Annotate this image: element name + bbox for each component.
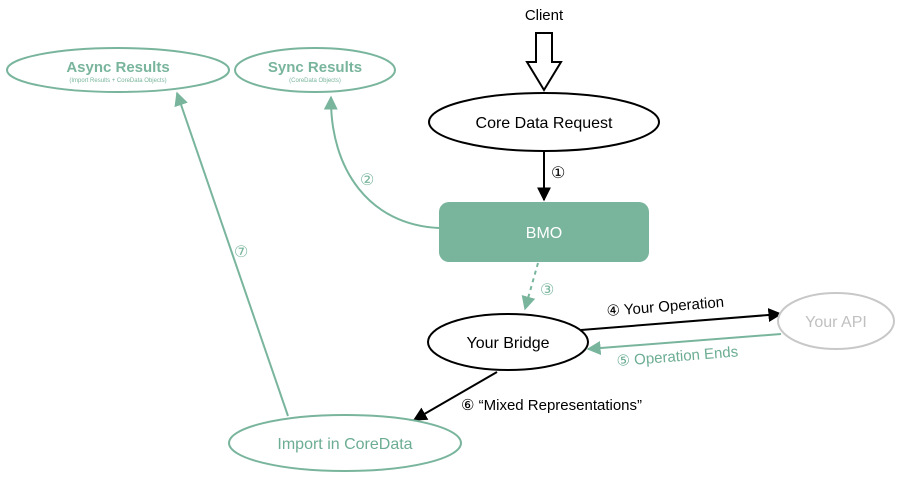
async-results-subtitle: (Import Results + CoreData Objects) — [69, 78, 166, 84]
step7-label: ⑦ — [234, 244, 248, 261]
sync-results-subtitle: (CoreData Objects) — [289, 78, 341, 84]
sync-results-node: Sync Results (CoreData Objects) — [234, 47, 396, 93]
client-label: Client — [525, 7, 564, 24]
async-results-title: Async Results — [66, 59, 169, 76]
async-results-node: Async Results (Import Results + CoreData… — [6, 47, 230, 93]
your-api-label: Your API — [805, 314, 867, 331]
client-arrow-icon — [525, 32, 563, 92]
your-api-node: Your API — [777, 292, 895, 350]
step6-label: ⑥ “Mixed Representations” — [461, 397, 642, 414]
your-bridge-node: Your Bridge — [427, 313, 589, 371]
step2-arrow — [323, 95, 440, 229]
step5-label: ⑤ Operation Ends — [616, 343, 739, 370]
step1-label: ① — [551, 165, 565, 182]
import-coredata-label: Import in CoreData — [277, 436, 412, 453]
step7-arrow — [174, 91, 289, 417]
step2-label: ② — [360, 172, 374, 189]
core-data-request-node: Core Data Request — [428, 92, 660, 152]
step3-arrow — [521, 262, 539, 311]
step4-arrow — [580, 308, 783, 331]
bmo-node: BMO — [439, 202, 649, 262]
core-data-request-label: Core Data Request — [476, 115, 614, 132]
your-bridge-label: Your Bridge — [466, 335, 549, 352]
step4-label: ④ Your Operation — [606, 294, 725, 320]
bmo-label: BMO — [526, 225, 562, 242]
step6-arrow — [412, 371, 498, 421]
step5-arrow — [586, 333, 782, 356]
import-coredata-node: Import in CoreData — [228, 414, 462, 472]
step3-label: ③ — [540, 282, 554, 299]
sync-results-title: Sync Results — [268, 59, 362, 76]
